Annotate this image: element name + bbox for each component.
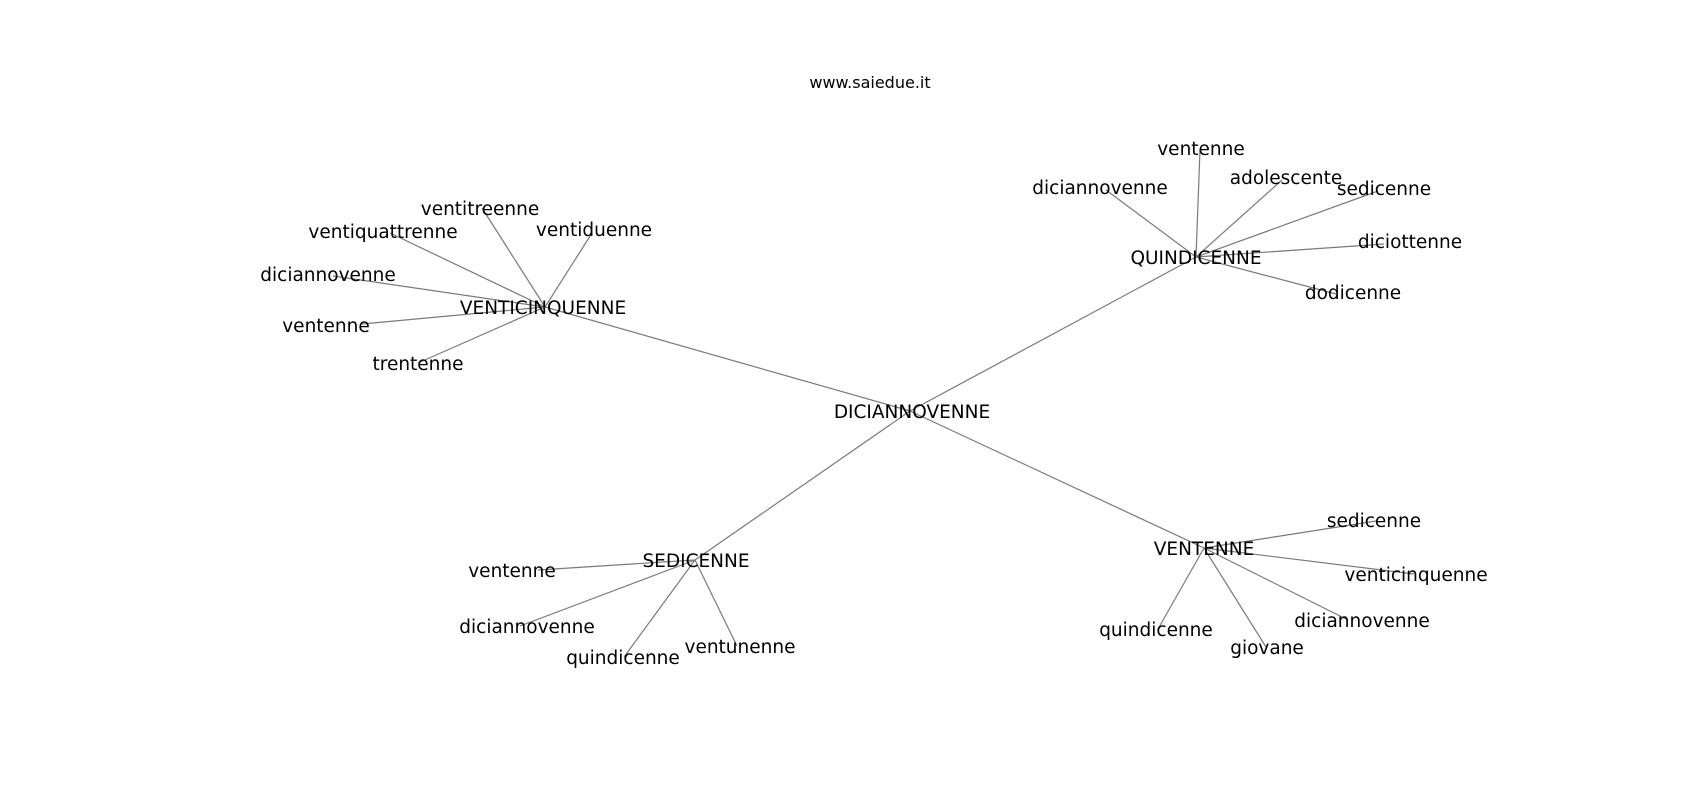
edge-hub-venticinquenne-leaf-5 (417, 306, 546, 364)
hub-quindicenne-leaf-1-label: diciannovenne (1032, 178, 1167, 199)
edge-hub-quindicenne-leaf-5 (1195, 256, 1337, 295)
edge-hub-sedicenne-leaf-1 (519, 559, 696, 627)
hub-venticinquenne-leaf-4-label: ventenne (282, 316, 370, 337)
edge-hub-ventenne-leaf-3 (1157, 547, 1205, 630)
edge-hub-venticinquenne-leaf-1 (389, 232, 546, 308)
hub-ventenne-leaf-2-label: diciannovenne (1294, 611, 1429, 632)
hub-venticinquenne-label: VENTICINQUENNE (460, 298, 626, 319)
edge-hub-quindicenne-leaf-2 (1195, 179, 1283, 258)
edge-hub-venticinquenne-leaf-2 (544, 232, 593, 308)
hub-sedicenne-leaf-0-label: ventenne (468, 561, 556, 582)
edge-hub-ventenne-leaf-2 (1203, 547, 1349, 621)
edge-center-to-hub-quindicenne (909, 256, 1197, 412)
hub-quindicenne-leaf-2-label: adolescente (1230, 168, 1342, 189)
edge-hub-sedicenne-leaf-0 (537, 559, 696, 571)
hub-quindicenne-leaf-5-label: dodicenne (1305, 283, 1401, 304)
hub-quindicenne-leaf-0-label: ventenne (1157, 139, 1245, 160)
hub-ventenne-leaf-1-label: venticinquenne (1344, 565, 1487, 586)
edge-hub-venticinquenne-leaf-4 (361, 306, 546, 325)
edge-center-to-hub-ventenne (909, 410, 1205, 549)
edge-hub-quindicenne-leaf-4 (1195, 243, 1385, 258)
edge-hub-sedicenne-leaf-3 (694, 559, 738, 647)
site-watermark: www.saiedue.it (809, 73, 930, 92)
hub-ventenne-leaf-3-label: quindicenne (1099, 620, 1213, 641)
hub-venticinquenne-leaf-0-label: ventitreenne (421, 199, 540, 220)
center-node-label: DICIANNOVENNE (834, 402, 990, 423)
edge-hub-ventenne-leaf-4 (1203, 547, 1267, 648)
hub-sedicenne-leaf-1-label: diciannovenne (459, 617, 594, 638)
hub-venticinquenne-leaf-2-label: ventiduenne (536, 220, 652, 241)
edge-hub-venticinquenne-leaf-3 (332, 275, 546, 308)
edge-hub-quindicenne-leaf-3 (1195, 190, 1379, 258)
hub-ventenne-leaf-4-label: giovane (1230, 638, 1304, 659)
hub-venticinquenne-leaf-1-label: ventiquattrenne (308, 222, 457, 243)
hub-sedicenne-label: SEDICENNE (642, 551, 749, 572)
edge-hub-ventenne-leaf-0 (1203, 520, 1377, 549)
edge-center-to-hub-sedicenne (694, 410, 911, 561)
edge-hub-quindicenne-leaf-0 (1195, 149, 1201, 258)
hub-quindicenne-leaf-4-label: diciottenne (1358, 232, 1462, 253)
hub-sedicenne-leaf-2-label: quindicenne (566, 648, 680, 669)
hub-sedicenne-leaf-3-label: ventunenne (685, 637, 796, 658)
edge-center-to-hub-venticinquenne (544, 306, 911, 412)
hub-quindicenne-label: QUINDICENNE (1130, 248, 1261, 269)
hub-venticinquenne-leaf-3-label: diciannovenne (260, 265, 395, 286)
edge-hub-sedicenne-leaf-2 (623, 559, 696, 658)
edge-hub-ventenne-leaf-1 (1203, 547, 1415, 575)
hub-ventenne-label: VENTENNE (1154, 539, 1255, 560)
hub-venticinquenne-leaf-5-label: trentenne (372, 354, 463, 375)
graph-edges (332, 149, 1415, 658)
edge-hub-quindicenne-leaf-1 (1105, 189, 1197, 258)
hub-ventenne-leaf-0-label: sedicenne (1327, 511, 1421, 532)
hub-quindicenne-leaf-3-label: sedicenne (1337, 179, 1431, 200)
edge-hub-venticinquenne-leaf-0 (481, 207, 546, 308)
graph-labels: DICIANNOVENNEVENTICINQUENNEventitreennev… (260, 139, 1487, 669)
